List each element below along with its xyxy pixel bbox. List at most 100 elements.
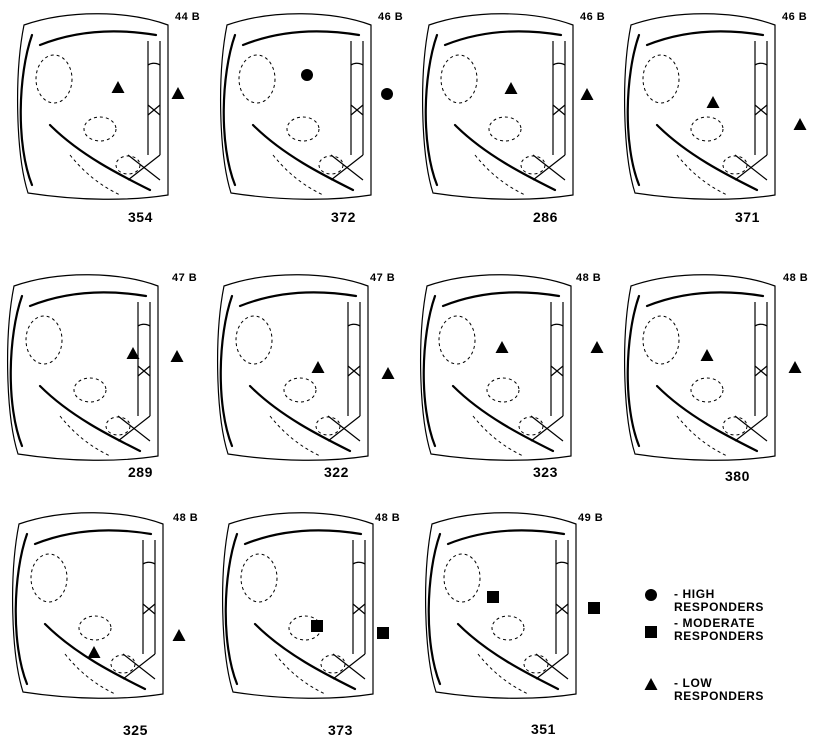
triangle-response-marker [788,360,802,379]
decussation-cross [735,155,767,180]
lateral-nucleus [439,316,475,364]
plane-label: 47 B [172,272,197,284]
triangle-response-marker [311,360,325,379]
cortex-contour [221,296,232,446]
midline-structure [348,302,360,416]
case-number: 372 [331,209,356,225]
dorsal-contour [647,31,763,45]
lateral-nucleus [444,554,480,602]
midline-structure [556,540,568,654]
midline-detail [353,562,365,614]
coronal-section-drawing [617,5,817,245]
section-panel-289: 47 B 289 [0,266,200,506]
midline-structure [143,540,155,654]
square-marker-icon [644,625,658,644]
section-outline [421,275,571,461]
plane-label: 47 B [370,272,395,284]
decussation-cross [331,155,363,180]
decussation-cross [531,416,563,441]
dorsal-contour [35,530,151,544]
decussation-cross [333,654,365,679]
ventral-nucleus [487,378,519,402]
plane-label: 46 B [782,11,807,23]
triangle-response-marker [504,81,518,100]
coronal-section-drawing [210,266,410,506]
square-response-marker [587,601,601,620]
ventral-nucleus [519,417,543,435]
ventral-nucleus [691,378,723,402]
case-number: 371 [735,209,760,225]
cortex-contour [226,534,237,684]
triangle-response-marker [126,346,140,365]
triangle-response-marker [172,628,186,647]
ventral-nucleus [316,417,340,435]
legend-label-moderate: - MODERATE RESPONDERS [674,617,764,643]
coronal-section-drawing [10,5,210,245]
dorsal-contour [448,530,564,544]
coronal-section-drawing [0,266,200,506]
ventral-nucleus [319,156,343,174]
section-panel-323: 48 B 323 [413,266,613,506]
lateral-nucleus [36,55,72,103]
section-outline [426,513,576,699]
dorsal-contour [647,292,763,306]
section-panel-351: 49 B 351 [418,504,618,744]
ventral-nucleus [723,156,747,174]
midline-detail [551,324,563,376]
section-panel-286: 46 B 286 [415,5,615,245]
dorsal-contour [243,31,359,45]
plane-label: 44 B [175,11,200,23]
coronal-section-drawing [5,504,205,744]
case-number: 351 [531,721,556,737]
cortex-contour [424,296,435,446]
lateral-nucleus [239,55,275,103]
dorsal-contour [240,292,356,306]
section-outline [13,513,163,699]
section-outline [423,14,573,200]
case-number: 286 [533,209,558,225]
section-outline [218,275,368,461]
lateral-nucleus [643,55,679,103]
triangle-marker-icon [644,677,658,696]
ventral-nucleus [691,117,723,141]
plane-label: 48 B [375,512,400,524]
section-outline [221,14,371,200]
case-number: 325 [123,722,148,738]
ventral-nucleus [79,616,111,640]
midline-structure [755,302,767,416]
cortex-contour [16,534,27,684]
cortex-contour [628,35,639,185]
coronal-section-drawing [413,266,613,506]
decussation-cross [123,654,155,679]
triangle-response-marker [170,349,184,368]
decussation-cross [735,416,767,441]
triangle-response-marker [706,95,720,114]
midline-detail [143,562,155,614]
section-outline [625,275,775,461]
dorsal-contour [443,292,559,306]
section-outline [223,513,373,699]
midline-structure [551,302,563,416]
triangle-response-marker [495,340,509,359]
plane-label: 48 B [576,272,601,284]
decussation-cross [328,416,360,441]
decussation-cross [533,155,565,180]
triangle-response-marker [580,87,594,106]
ventral-nucleus [116,156,140,174]
ventral-nucleus [106,417,130,435]
ventral-nucleus [321,655,345,673]
midline-detail [351,63,363,115]
plane-label: 46 B [580,11,605,23]
ventral-nucleus [287,117,319,141]
section-outline [625,14,775,200]
case-number: 289 [128,464,153,480]
triangle-response-marker [87,645,101,664]
ventral-nucleus [84,117,116,141]
square-response-marker [486,590,500,609]
midline-detail [755,324,767,376]
midline-detail [556,562,568,614]
case-number: 373 [328,722,353,738]
triangle-response-marker [793,117,807,136]
coronal-section-drawing [415,5,615,245]
